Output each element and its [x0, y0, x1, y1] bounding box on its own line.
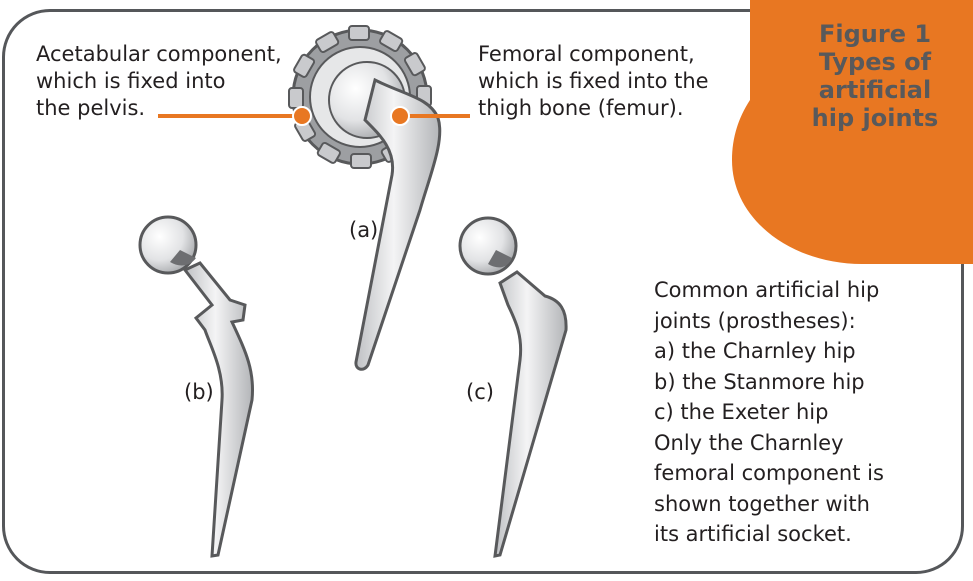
femoral-label-line: thigh bone (femur).: [478, 95, 709, 122]
femoral-label-line: which is fixed into the: [478, 68, 709, 95]
acetabular-label-line: the pelvis.: [36, 95, 282, 122]
description-line: b) the Stanmore hip: [654, 367, 884, 398]
acetabular-label-line: Acetabular component,: [36, 41, 282, 68]
femoral-label: Femoral component, which is fixed into t…: [478, 41, 709, 122]
femoral-stem: [495, 272, 566, 556]
acetabular-label: Acetabular component, which is fixed int…: [36, 41, 282, 122]
description-line: Common artificial hip: [654, 275, 884, 306]
variant-c-label: (c): [466, 380, 494, 404]
charnley-prosthesis: [289, 26, 440, 369]
description-line: Only the Charnley: [654, 428, 884, 459]
variant-b-label: (b): [184, 380, 214, 404]
femoral-head: [460, 218, 516, 274]
description-text: Common artificial hip joints (prostheses…: [654, 275, 884, 550]
description-line: a) the Charnley hip: [654, 336, 884, 367]
acetabular-label-line: which is fixed into: [36, 68, 282, 95]
femoral-label-line: Femoral component,: [478, 41, 709, 68]
femoral-head: [140, 217, 196, 273]
femoral-stem: [185, 263, 253, 556]
description-line: femoral component is: [654, 458, 884, 489]
variant-a-label: (a): [349, 218, 378, 242]
description-line: joints (prostheses):: [654, 306, 884, 337]
description-line: shown together with: [654, 489, 884, 520]
description-line: its artificial socket.: [654, 519, 884, 550]
description-line: c) the Exeter hip: [654, 397, 884, 428]
